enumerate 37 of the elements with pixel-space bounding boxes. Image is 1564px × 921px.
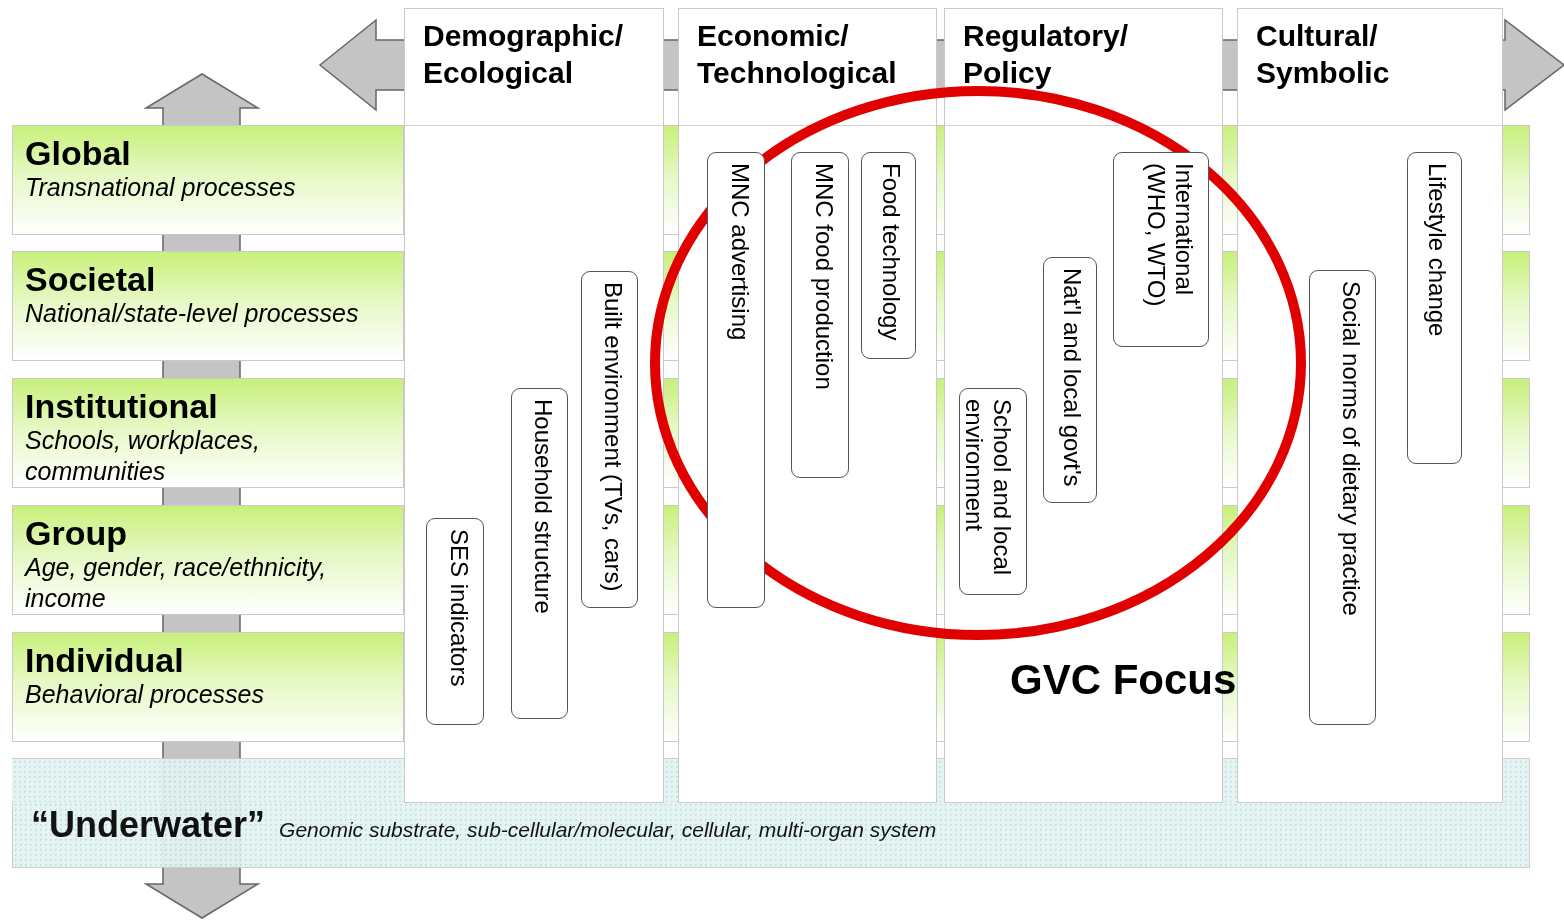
column-panel	[678, 8, 937, 803]
level-band	[12, 505, 404, 615]
level-heading: Societal	[25, 260, 157, 298]
factor-box: Built environment (TVs, cars)	[581, 271, 638, 608]
level-description: Genomic substrate, sub-cellular/molecular, cellular, multi-organ system	[279, 818, 937, 841]
column-heading: Demographic/ Ecological	[423, 18, 625, 91]
level-heading: “Underwater”	[31, 804, 266, 845]
level-description: Transnational processes	[25, 172, 297, 203]
factor-box: International (WHO, WTO)	[1113, 152, 1209, 347]
level-description: National/state-level processes	[25, 298, 360, 329]
level-heading: Individual	[25, 641, 185, 679]
level-band	[12, 251, 404, 361]
column-heading: Regulatory/ Policy	[963, 18, 1130, 91]
level-description: Age, gender, race/ethnicity, income	[25, 552, 328, 614]
factor-box: Lifestyle change	[1407, 152, 1462, 464]
factor-box: Food technology	[861, 152, 916, 359]
level-band	[12, 125, 404, 235]
column-heading: Economic/ Technological	[697, 18, 898, 91]
column-panel	[1237, 8, 1503, 803]
factor-box: MNC food production	[791, 152, 849, 478]
level-band	[12, 378, 404, 488]
factor-box: Nat'l and local govt's	[1043, 257, 1097, 503]
level-heading: Institutional	[25, 387, 219, 425]
factor-box: School and local environment	[959, 388, 1027, 595]
factor-box: Social norms of dietary practice	[1309, 270, 1376, 725]
factor-box: Household structure	[511, 388, 568, 719]
focus-label: GVC Focus	[1010, 656, 1237, 704]
level-band	[12, 632, 404, 742]
underwater-band	[12, 802, 1530, 868]
level-description: Schools, workplaces, communities	[25, 425, 261, 487]
factor-box: MNC advertising	[707, 152, 765, 608]
level-heading: Global	[25, 134, 132, 172]
level-description: Behavioral processes	[25, 679, 265, 710]
column-heading: Cultural/ Symbolic	[1256, 18, 1391, 91]
level-heading: Group	[25, 514, 128, 552]
column-panel	[404, 8, 664, 803]
factor-box: SES indicators	[426, 518, 484, 725]
